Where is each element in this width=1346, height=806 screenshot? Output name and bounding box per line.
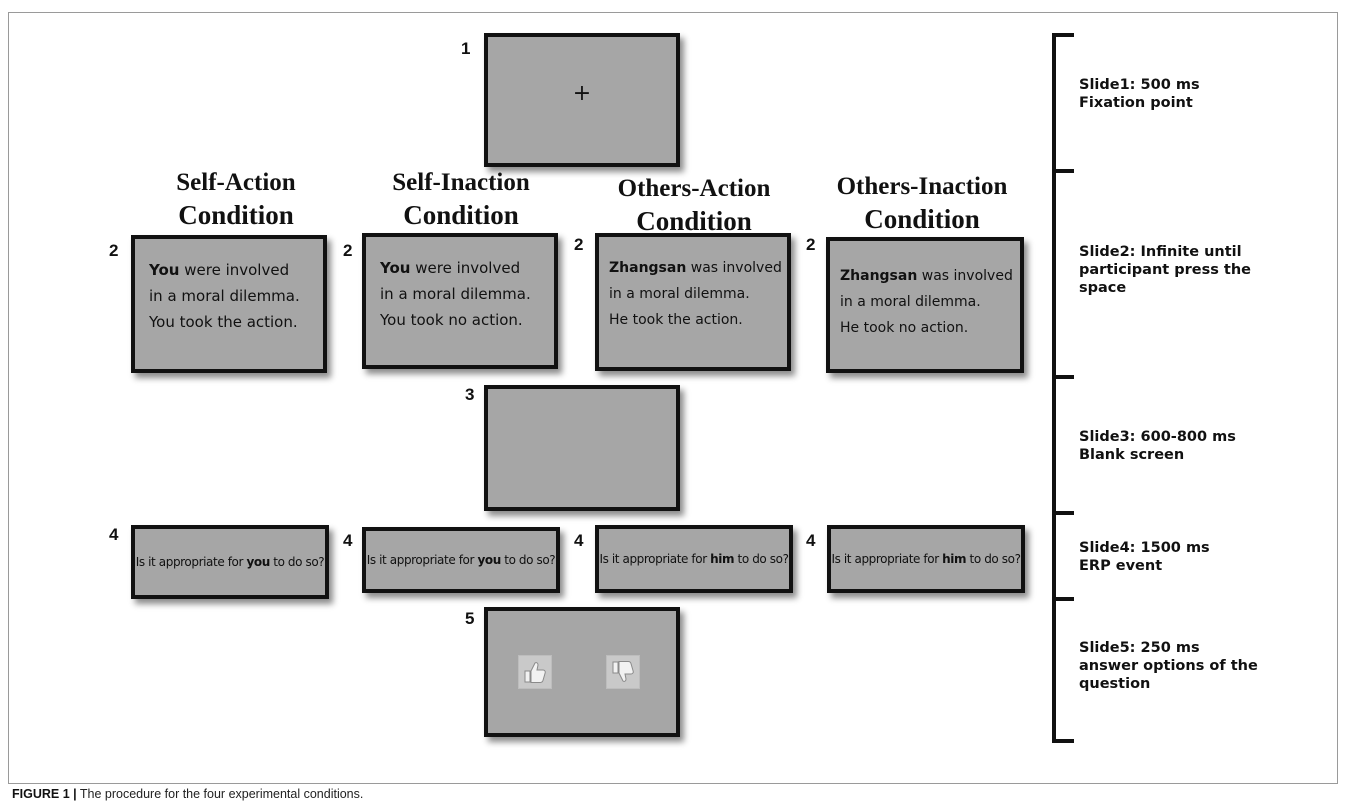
thumbs-up-icon <box>518 655 552 689</box>
question-text: Is it appropriate for him to do so? <box>599 552 789 566</box>
timeline-tick <box>1052 33 1074 37</box>
stimulus-screen-others-inaction: Zhangsan was involved in a moral dilemma… <box>826 237 1024 373</box>
stimulus-text: Zhangsan was involved in a moral dilemma… <box>609 260 782 328</box>
slide-number-4: 4 <box>343 531 353 550</box>
slide-number-1: 1 <box>461 39 471 58</box>
slide-number-4: 4 <box>806 531 816 550</box>
timeline-tick <box>1052 375 1074 379</box>
stimulus-text: Zhangsan was involved in a moral dilemma… <box>840 268 1013 336</box>
slide-number-2: 2 <box>806 235 816 254</box>
slide-number-2: 2 <box>343 241 353 260</box>
slide-number-2: 2 <box>109 241 119 260</box>
timeline-tick <box>1052 169 1074 173</box>
slide-number-4: 4 <box>109 525 119 544</box>
thumbs-down-icon <box>606 655 640 689</box>
blank-screen <box>484 385 680 511</box>
question-screen-others-action: Is it appropriate for him to do so? <box>595 525 793 593</box>
stimulus-text: You were involved in a moral dilemma. Yo… <box>380 259 531 329</box>
figure-caption: FIGURE 1 | The procedure for the four ex… <box>12 787 364 801</box>
timeline-tick <box>1052 739 1074 743</box>
timeline-tick <box>1052 511 1074 515</box>
question-screen-others-inaction: Is it appropriate for him to do so? <box>827 525 1025 593</box>
stimulus-screen-others-action: Zhangsan was involved in a moral dilemma… <box>595 233 791 371</box>
timeline-bracket <box>1052 33 1056 743</box>
fixation-screen: + <box>484 33 680 167</box>
slide-number-5: 5 <box>465 609 475 628</box>
slide-number-3: 3 <box>465 385 475 404</box>
stimulus-text: You were involved in a moral dilemma. Yo… <box>149 261 300 331</box>
timeline-tick <box>1052 597 1074 601</box>
stimulus-screen-self-inaction: You were involved in a moral dilemma. Yo… <box>362 233 558 369</box>
slide-number-4: 4 <box>574 531 584 550</box>
stimulus-screen-self-action: You were involved in a moral dilemma. Yo… <box>131 235 327 373</box>
answer-screen <box>484 607 680 737</box>
question-screen-self-action: Is it appropriate for you to do so? <box>131 525 329 599</box>
question-text: Is it appropriate for him to do so? <box>831 552 1021 566</box>
question-text: Is it appropriate for you to do so? <box>135 555 325 569</box>
question-text: Is it appropriate for you to do so? <box>366 553 556 567</box>
fixation-cross: + <box>572 81 592 106</box>
slide-number-2: 2 <box>574 235 584 254</box>
question-screen-self-inaction: Is it appropriate for you to do so? <box>362 527 560 593</box>
